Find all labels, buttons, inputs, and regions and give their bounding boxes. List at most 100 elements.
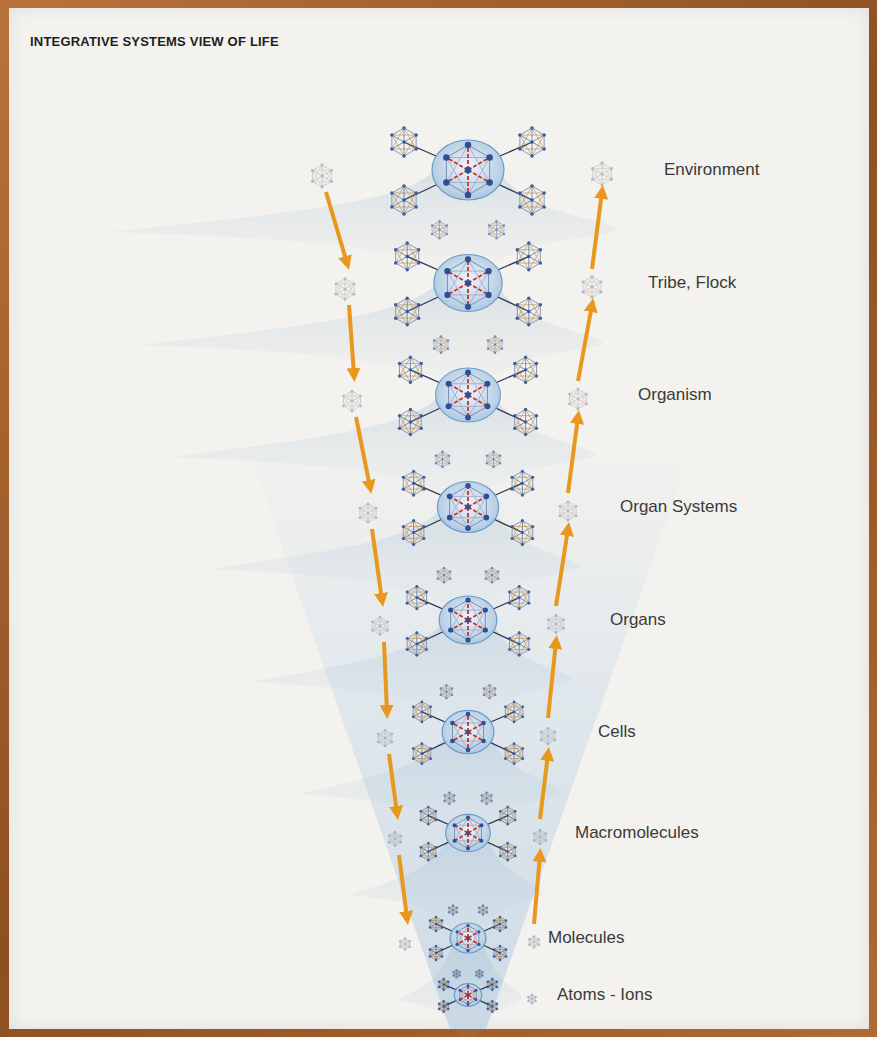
hex-node [530, 198, 534, 202]
network-symbol [394, 296, 420, 326]
hex-node [409, 368, 412, 371]
network-symbol [499, 842, 516, 862]
hex-node [568, 403, 571, 406]
central-sphere [436, 368, 501, 422]
hex-node [402, 198, 406, 202]
hex-node [511, 488, 514, 491]
hex-node [483, 627, 488, 632]
hex-node [422, 476, 425, 479]
hex-spoke [512, 477, 522, 483]
hex-node [496, 981, 498, 983]
hex-node [443, 581, 445, 583]
hex-spoke [467, 986, 469, 996]
hex-node [435, 959, 437, 961]
hex-spoke [489, 226, 496, 230]
hex-node [447, 981, 449, 983]
hex-spoke [500, 852, 508, 856]
hex-spoke [468, 496, 486, 507]
hex-node [444, 292, 450, 298]
hex-node [511, 525, 514, 528]
hex-node [530, 154, 534, 158]
hex-outline [413, 702, 430, 722]
hex-star [439, 979, 448, 990]
hex-node [538, 938, 540, 940]
hex-node [311, 180, 314, 183]
hex-node [442, 988, 444, 990]
up-arrow [534, 855, 540, 924]
hex-node [493, 948, 495, 950]
hex-spoke [428, 816, 436, 820]
central-sphere [434, 255, 502, 312]
hex-node [483, 607, 488, 612]
hex-node [435, 846, 437, 848]
hex-node [420, 819, 422, 821]
network-symbol [394, 241, 420, 271]
network-symbol [438, 1000, 450, 1013]
hex-node [483, 687, 485, 689]
hex-node [412, 482, 415, 485]
central-network [456, 924, 481, 952]
hex-spoke [451, 610, 468, 620]
network-symbol [388, 831, 402, 847]
hex-node [402, 537, 405, 540]
hex-node [495, 229, 497, 231]
hex-spoke [507, 843, 508, 852]
hex-node [567, 510, 569, 512]
hex-node [390, 133, 394, 137]
hex-spoke [529, 250, 541, 257]
hex-node [465, 637, 470, 642]
hex-node [539, 829, 541, 831]
hex-star [505, 702, 522, 722]
hex-node [488, 233, 490, 235]
hex-outline [441, 685, 452, 698]
central-network [459, 984, 478, 1005]
hex-node [508, 637, 511, 640]
hex-spoke [505, 712, 514, 717]
hex-node [359, 507, 361, 509]
hex-outline [372, 617, 387, 635]
hex-node [542, 191, 546, 195]
hex-spoke [468, 507, 486, 518]
network-symbol [513, 356, 538, 384]
hex-node [448, 454, 450, 456]
hex-node [527, 255, 530, 258]
network-symbol [527, 994, 537, 1005]
network-symbol [508, 631, 530, 656]
network-symbol [487, 1000, 499, 1013]
network-symbol [412, 742, 432, 765]
hex-node [591, 275, 594, 278]
label-slot: Atoms - Ions [557, 985, 652, 1005]
hex-spoke [532, 142, 533, 156]
hex-spoke [532, 193, 544, 200]
hex-spoke [392, 193, 404, 200]
hex-node [533, 946, 535, 948]
central-network [444, 256, 491, 310]
hex-node [533, 935, 535, 937]
hex-node [404, 937, 406, 939]
hex-spoke [526, 416, 537, 422]
hex-spoke [455, 825, 468, 833]
hex-spoke [568, 511, 576, 516]
hex-spoke [447, 271, 468, 283]
hex-spoke [522, 533, 523, 545]
hex-node [539, 261, 542, 264]
hex-node [518, 147, 522, 151]
hex-node [491, 978, 493, 980]
hex-node [531, 537, 534, 540]
hex-node [445, 697, 447, 699]
hex-node [501, 347, 503, 349]
hex-node [467, 1003, 469, 1005]
hex-node [435, 923, 437, 925]
hex-outline [486, 568, 498, 582]
hex-node [547, 727, 549, 729]
network-symbol [518, 126, 546, 158]
hex-node [481, 800, 483, 802]
hex-outline [500, 807, 515, 824]
hex-spoke [467, 926, 469, 939]
hex-node [531, 525, 534, 528]
hex-spoke [428, 816, 429, 825]
hex-spoke [450, 496, 468, 507]
hex-node [533, 941, 535, 943]
level-fan [108, 146, 615, 275]
hex-spoke [556, 624, 564, 628]
